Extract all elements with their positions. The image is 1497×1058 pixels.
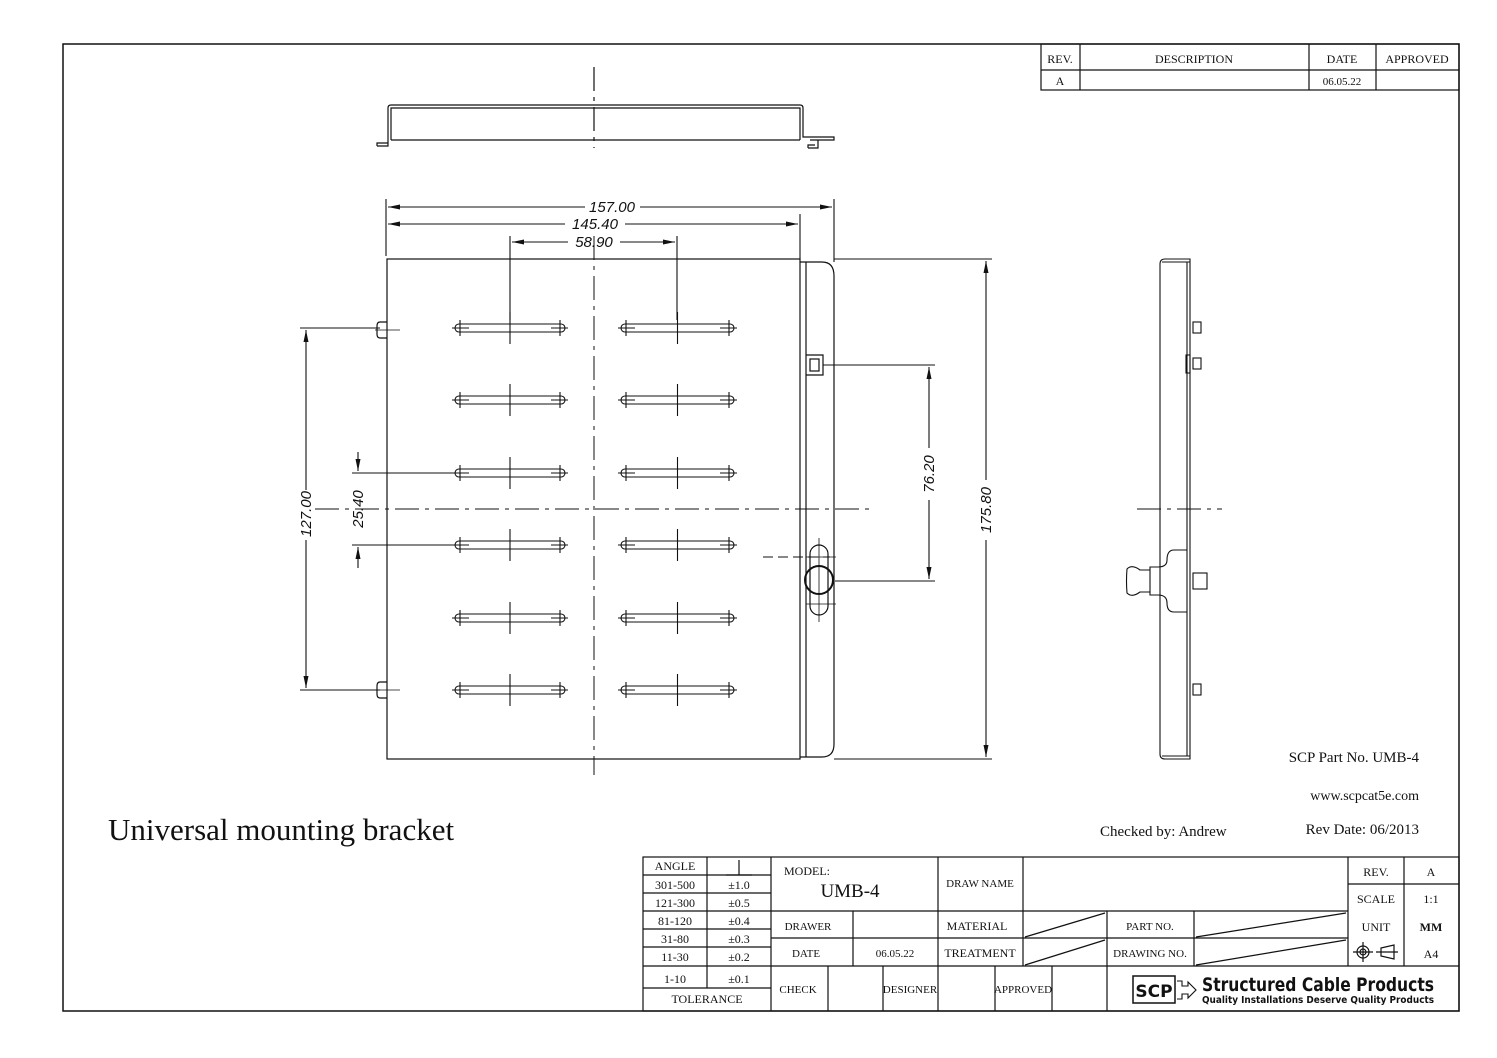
tolerance-value: ±0.5 [728, 896, 750, 910]
dim-overall-height: 175.80 [978, 486, 995, 533]
scale-value: 1:1 [1423, 892, 1438, 906]
rev-cell: A [1056, 74, 1065, 88]
dim-overall-width: 157.00 [589, 199, 636, 216]
description-header: DESCRIPTION [1155, 52, 1233, 66]
date-header: DATE [1327, 52, 1358, 66]
logo-abbr: SCP [1135, 982, 1172, 1002]
slot [618, 457, 737, 489]
slot [452, 384, 568, 416]
date-value: 06.05.22 [876, 948, 915, 960]
slot [452, 529, 568, 561]
approved-header: APPROVED [1385, 52, 1449, 66]
checked-by-note: Checked by: Andrew [1100, 824, 1227, 840]
date-label: DATE [792, 948, 820, 960]
tolerance-value: ±0.2 [728, 950, 750, 964]
logo-arrow-icon [1177, 980, 1197, 1000]
front-view [315, 236, 875, 775]
model-value: UMB-4 [820, 881, 880, 902]
rev-header: REV. [1047, 52, 1072, 66]
model-label: MODEL: [784, 864, 830, 878]
tolerance-range: 1-10 [664, 972, 686, 986]
check-label: CHECK [779, 984, 816, 996]
tolerance-range: 11-30 [661, 950, 689, 964]
slot [618, 602, 737, 634]
drawer-label: DRAWER [785, 921, 832, 933]
logo-tagline: Quality Installations Deserve Quality Pr… [1202, 995, 1434, 1006]
rev-date-note: Rev Date: 06/2013 [1306, 822, 1419, 838]
dimension-arrows [303, 204, 989, 757]
dim-plate-width: 145.40 [572, 216, 619, 233]
slot [618, 529, 737, 561]
slot [452, 602, 568, 634]
slot [618, 674, 737, 706]
part-number-note: SCP Part No. UMB-4 [1289, 750, 1420, 766]
slot [452, 312, 568, 344]
rev-label: REV. [1363, 865, 1388, 879]
tolerance-value: ±0.1 [728, 972, 750, 986]
dim-hole-vertical-spacing: 127.00 [298, 490, 315, 537]
dim-slot-spacing: 58.90 [575, 234, 613, 251]
angle-label: ANGLE [655, 859, 696, 873]
slot [618, 384, 737, 416]
scale-label: SCALE [1357, 892, 1395, 906]
part-no-label: PART NO. [1126, 921, 1174, 933]
tolerance-value: ±1.0 [728, 878, 750, 892]
date-cell: 06.05.22 [1323, 76, 1362, 88]
top-section-view [376, 67, 835, 149]
unit-value: MM [1420, 920, 1443, 934]
drawing-no-label: DRAWING NO. [1113, 948, 1187, 960]
first-angle-projection-icon [1353, 942, 1398, 962]
company-logo: SCP Structured Cable Products Quality In… [1132, 974, 1434, 1006]
logo-box [1132, 975, 1176, 1004]
logo-company-name: Structured Cable Products [1202, 974, 1434, 996]
slot [452, 457, 568, 489]
dimension-lines [300, 199, 992, 760]
tolerance-range: 31-80 [661, 932, 689, 946]
drawing-title: Universal mounting bracket [108, 812, 454, 847]
draw-name-label: DRAW NAME [946, 878, 1014, 890]
dim-latch-offset: 76.20 [921, 455, 938, 493]
rev-value: A [1427, 865, 1436, 879]
website-note: www.scpcat5e.com [1310, 789, 1419, 804]
unit-label: UNIT [1362, 920, 1391, 934]
approved-label: APPROVED [994, 984, 1052, 996]
dim-center-slot-pitch: 25.40 [350, 490, 367, 529]
tolerance-value: ±0.3 [728, 932, 750, 946]
title-block [642, 856, 1460, 1012]
paper-size: A4 [1424, 947, 1439, 961]
material-label: MATERIAL [947, 919, 1008, 933]
revision-table [1040, 43, 1460, 91]
side-view [1125, 258, 1222, 760]
designer-label: DESIGNER [883, 984, 938, 996]
slot-array [452, 312, 737, 706]
tolerance-range: 301-500 [655, 878, 695, 892]
tolerance-range: 121-300 [655, 896, 695, 910]
treatment-label: TREATMENT [944, 946, 1016, 960]
tolerance-range: 81-120 [658, 914, 692, 928]
tolerance-rows: 301-500 ±1.0 121-300 ±0.5 81-120 ±0.4 31-80 ±0.… [655, 878, 750, 986]
slot [452, 674, 568, 706]
tolerance-label: TOLERANCE [671, 992, 742, 1006]
tolerance-value: ±0.4 [728, 914, 750, 928]
sheet-border [62, 43, 1460, 1012]
